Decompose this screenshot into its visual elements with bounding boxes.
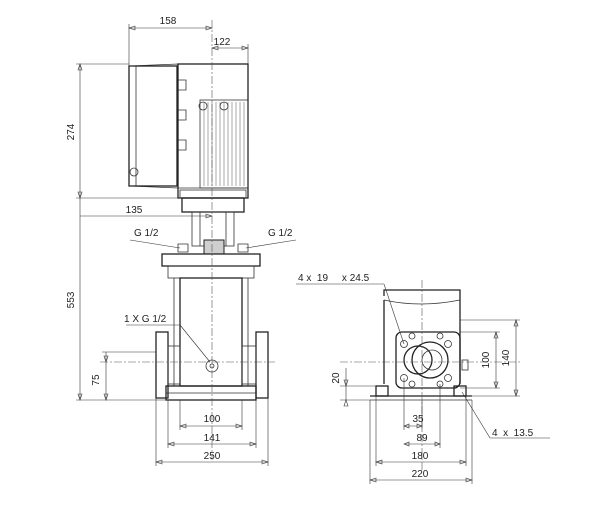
- dim-135: 135: [126, 205, 143, 216]
- outlet-flange: [255, 331, 269, 399]
- motor-body: [177, 63, 249, 199]
- dim-122: 122: [214, 37, 231, 48]
- base-holes-label: 4 x 13.5: [492, 428, 534, 439]
- dim-140: 140: [501, 349, 512, 366]
- pump-head: [161, 253, 261, 267]
- dim-250: 250: [204, 451, 221, 462]
- flange-bolt-holes: [400, 332, 452, 388]
- base-flange: [395, 331, 461, 389]
- base-dimensions: [296, 283, 550, 484]
- vent-plug-left-label: G 1/2: [134, 228, 159, 239]
- dim-100-flange: 100: [481, 351, 492, 368]
- dim-35: 35: [412, 414, 424, 425]
- dim-274: 274: [66, 123, 77, 140]
- base-foot-left: [375, 385, 389, 397]
- dim-89: 89: [416, 433, 428, 444]
- base-plan-view: [340, 280, 520, 470]
- pump-sleeve: [179, 277, 243, 387]
- dim-180: 180: [412, 451, 429, 462]
- dim-100: 100: [204, 414, 221, 425]
- cooling-fins: [203, 102, 245, 186]
- shaft-seal-box: [203, 239, 225, 255]
- dim-141: 141: [204, 433, 221, 444]
- flange-holes-label: 4 x 19 x 24.5: [298, 273, 370, 284]
- dim-158: 158: [160, 16, 177, 27]
- cable-glands: [129, 79, 187, 177]
- front-dimensions: [76, 24, 297, 466]
- terminal-box: [128, 65, 178, 187]
- dim-553: 553: [66, 291, 77, 308]
- coupling-guard: [181, 197, 245, 213]
- vent-plug-right-label: G 1/2: [268, 228, 293, 239]
- motor-front-view: [128, 63, 249, 199]
- dim-75: 75: [91, 374, 102, 386]
- dim-20: 20: [331, 372, 342, 384]
- pump-front-view: [100, 20, 275, 460]
- gauge-connection-label: 1 X G 1/2: [124, 314, 167, 325]
- dim-220: 220: [412, 469, 429, 480]
